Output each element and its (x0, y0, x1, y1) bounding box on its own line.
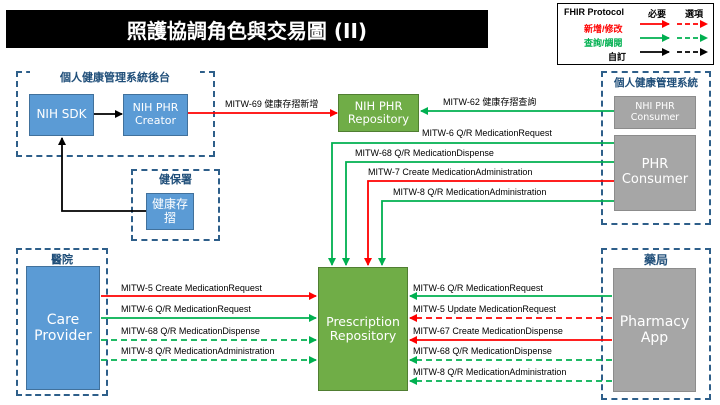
arrow-phr-mitw8 (378, 200, 614, 266)
label-phr-mitw8: MITW-8 Q/R MedicationAdministration (393, 187, 547, 197)
legend-custom-label: 自訂 (608, 52, 627, 62)
group-phr-system (601, 71, 711, 225)
group-nhi (131, 169, 220, 241)
legend-col-optional: 選項 (685, 9, 704, 19)
actor-nhi-phr-consumer: NHI PHR Consumer (614, 96, 696, 129)
label-ph-mitw67: MITW-67 Create MedicationDispense (413, 326, 563, 336)
group-phr-backend-label: 個人健康管理系統後台 (30, 69, 200, 85)
actor-health-passbook: 健康存摺 (146, 193, 194, 230)
label-cp-mitw68: MITW-68 Q/R MedicationDispense (121, 326, 260, 336)
arrow-passbook-to-sdk (58, 137, 146, 212)
label-mitw69: MITW-69 健康存摺新增 (225, 99, 319, 109)
legend-create-label: 新增/修改 (584, 24, 623, 34)
group-nhi-label: 健保署 (159, 173, 192, 186)
label-cp-mitw6: MITW-6 Q/R MedicationRequest (121, 304, 251, 314)
legend-header: FHIR Protocol (564, 7, 624, 17)
label-ph-mitw5: MITW-5 Update MedicationRequest (413, 304, 556, 314)
legend: FHIR Protocol 必要 選項 新增/修改 查詢/調閱 自訂 (557, 3, 714, 65)
actor-nih-phr-repository: NIH PHR Repository (338, 94, 419, 132)
label-ph-mitw68: MITW-68 Q/R MedicationDispense (413, 346, 552, 356)
actor-nih-phr-creator: NIH PHR Creator (123, 94, 188, 136)
legend-col-required: 必要 (648, 9, 667, 19)
arrow-phr-mitw68 (342, 161, 614, 266)
actor-pharmacy-app: Pharmacy App (613, 268, 696, 392)
label-ph-mitw8: MITW-8 Q/R MedicationAdministration (413, 367, 567, 377)
label-cp-mitw5: MITW-5 Create MedicationRequest (121, 283, 262, 293)
arrow-phr-mitw6 (328, 142, 614, 266)
arrow-phr-mitw7 (364, 180, 614, 266)
label-cp-mitw8: MITW-8 Q/R MedicationAdministration (121, 346, 275, 356)
group-phr-system-label: 個人健康管理系統 (614, 77, 698, 89)
page-title: 照護協調角色與交易圖 (II) (6, 10, 488, 48)
actor-nih-sdk: NIH SDK (29, 94, 94, 136)
label-phr-mitw6: MITW-6 Q/R MedicationRequest (422, 128, 552, 138)
group-hospital (16, 248, 108, 396)
label-mitw62: MITW-62 健康存摺查詢 (443, 97, 537, 107)
actor-care-provider: Care Provider (26, 266, 100, 390)
legend-query-label: 查詢/調閱 (584, 38, 623, 48)
actor-prescription-repository: Prescription Repository (318, 267, 408, 391)
actor-phr-consumer: PHR Consumer (614, 135, 696, 211)
group-pharmacy-label: 藥局 (643, 253, 668, 267)
label-ph-mitw6: MITW-6 Q/R MedicationRequest (413, 283, 543, 293)
label-phr-mitw68: MITW-68 Q/R MedicationDispense (355, 148, 494, 158)
group-pharmacy (601, 248, 711, 400)
label-phr-mitw7: MITW-7 Create MedicationAdministration (368, 167, 533, 177)
group-hospital-label: 醫院 (51, 253, 73, 266)
